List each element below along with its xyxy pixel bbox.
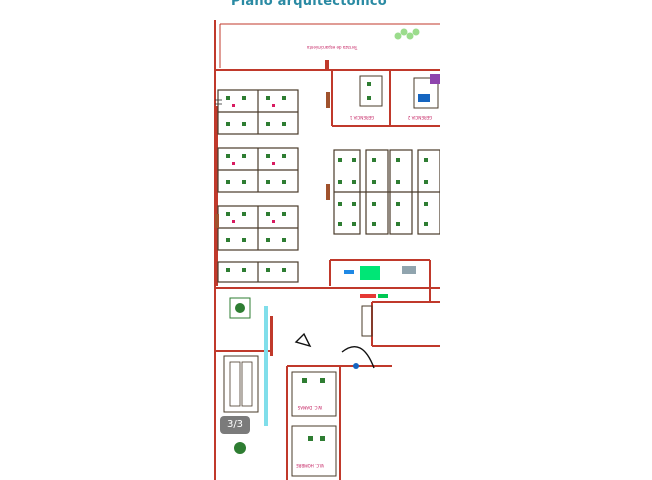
office-1-label: GERENCIA 1 (349, 115, 374, 120)
page-indicator[interactable]: 3/3 (220, 416, 250, 434)
toilet-men-label: W.C. HOMBRE (296, 463, 324, 468)
office-2-label: GERENCIA 2 (407, 115, 432, 120)
page-title: Plano arquitectónico (231, 0, 387, 9)
terrace-label: Terraza de esparcimiento (306, 45, 358, 50)
toilet-women-label: W.C. DAMAS (297, 405, 322, 410)
floor-plan-drawing: Terraza de esparcimiento (214, 20, 440, 480)
floor-plan: Terraza de esparcimiento (212, 16, 440, 480)
